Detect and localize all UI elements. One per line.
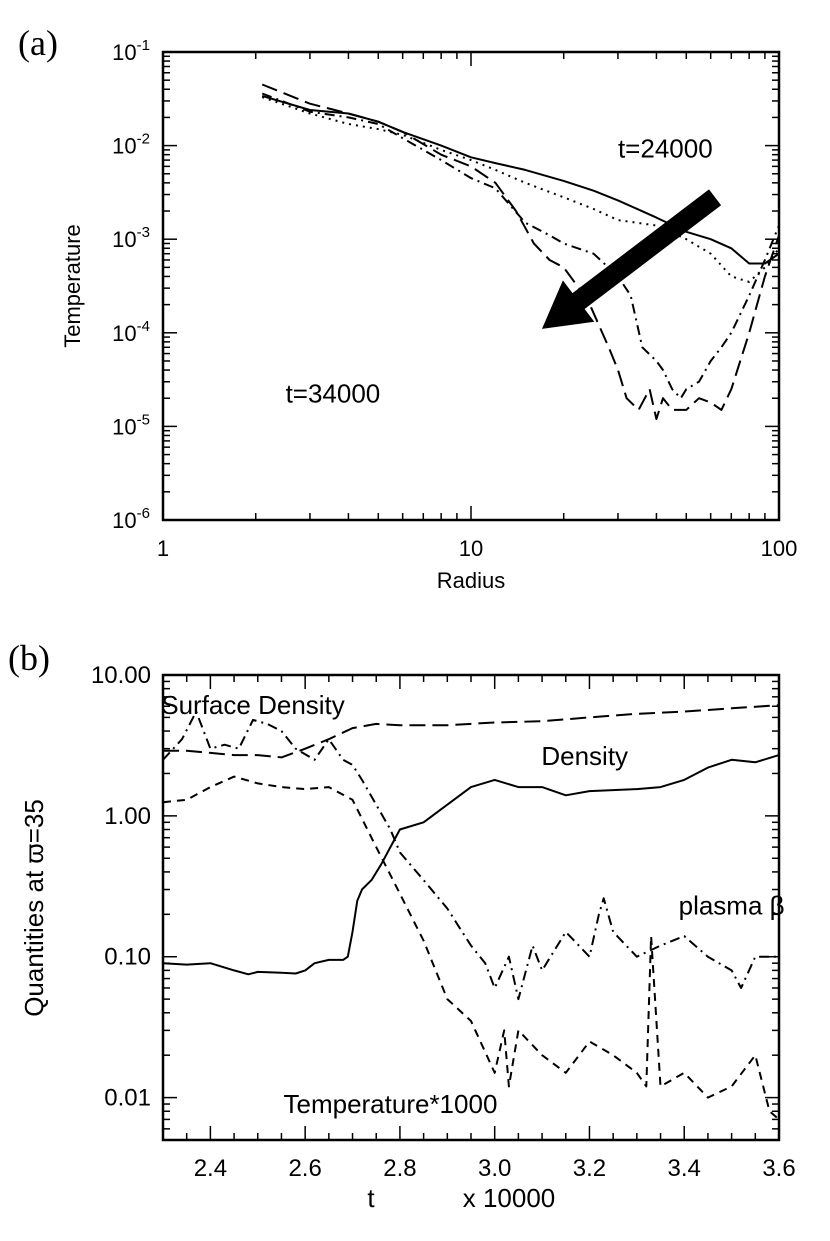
panel-a-label: (a) xyxy=(18,23,58,63)
y-tick-label: 10-6 xyxy=(112,505,150,533)
panel-a-tick-labels: 1 10 100 10-1 10-2 10-3 10-4 10-5 10-6 xyxy=(112,37,797,561)
annotation-label: t=34000 xyxy=(286,379,381,409)
y-tick-label: 10.00 xyxy=(91,662,151,689)
series-line-dashdot xyxy=(261,92,780,400)
series-line-dashdot xyxy=(162,710,779,1001)
panel-b-x-axis-label: t xyxy=(367,1183,375,1213)
y-tick-label: 10-4 xyxy=(112,318,150,346)
panel-b-label: (b) xyxy=(8,638,50,678)
y-tick-label: 1.00 xyxy=(104,803,151,830)
x-tick-label: 100 xyxy=(761,536,798,561)
series-label: Density xyxy=(541,741,628,771)
x-tick-label: 3.0 xyxy=(478,1155,511,1182)
panel-a-y-axis-label: Temperature xyxy=(60,224,85,348)
panel-a-series: t=24000 t=34000 xyxy=(261,83,780,420)
series-label: Surface Density xyxy=(161,690,345,720)
panel-a-plot-frame xyxy=(161,50,781,522)
panel-a: (a) t=24000 t=34000 1 10 100 10-1 10-2 10-3 10-… xyxy=(18,23,797,593)
y-tick-label: 10-1 xyxy=(112,37,150,65)
panel-b-x-axis-scale-label: x 10000 xyxy=(463,1183,556,1213)
series-line-longdash xyxy=(163,704,780,759)
panel-b-ticks xyxy=(162,674,780,1141)
y-tick-label: 0.01 xyxy=(104,1085,151,1112)
series-label: plasma β xyxy=(679,890,785,920)
x-tick-label: 2.4 xyxy=(194,1155,227,1182)
series-line-longdash xyxy=(261,83,780,420)
x-tick-label: 2.8 xyxy=(383,1155,416,1182)
x-tick-label: 1 xyxy=(157,536,169,561)
series-line-solid xyxy=(261,94,780,265)
panel-b-tick-labels: 2.4 2.6 2.8 3.0 3.2 3.4 3.6 10.00 1.00 0.10 0.01 xyxy=(91,662,796,1182)
x-tick-label: 3.6 xyxy=(762,1155,795,1182)
y-tick-label: 10-3 xyxy=(112,224,150,252)
series-line-dashed xyxy=(162,775,780,1121)
y-tick-label: 10-2 xyxy=(112,131,150,159)
panel-a-x-axis-label: Radius xyxy=(437,568,505,593)
series-line-solid xyxy=(162,754,780,976)
y-tick-label: 10-5 xyxy=(112,411,150,439)
x-tick-label: 3.4 xyxy=(668,1155,701,1182)
x-tick-label: 2.6 xyxy=(288,1155,321,1182)
panel-b-y-axis-label: Quantities at ϖ=35 xyxy=(19,799,49,1017)
annotation-label: t=24000 xyxy=(618,133,713,163)
series-label: Temperature*1000 xyxy=(283,1089,497,1119)
panel-a-ticks xyxy=(162,51,780,521)
x-tick-label: 10 xyxy=(459,536,483,561)
time-arrow xyxy=(542,189,722,329)
x-tick-label: 3.2 xyxy=(573,1155,606,1182)
y-tick-label: 0.10 xyxy=(104,944,151,971)
series-line-dotted xyxy=(261,96,780,283)
